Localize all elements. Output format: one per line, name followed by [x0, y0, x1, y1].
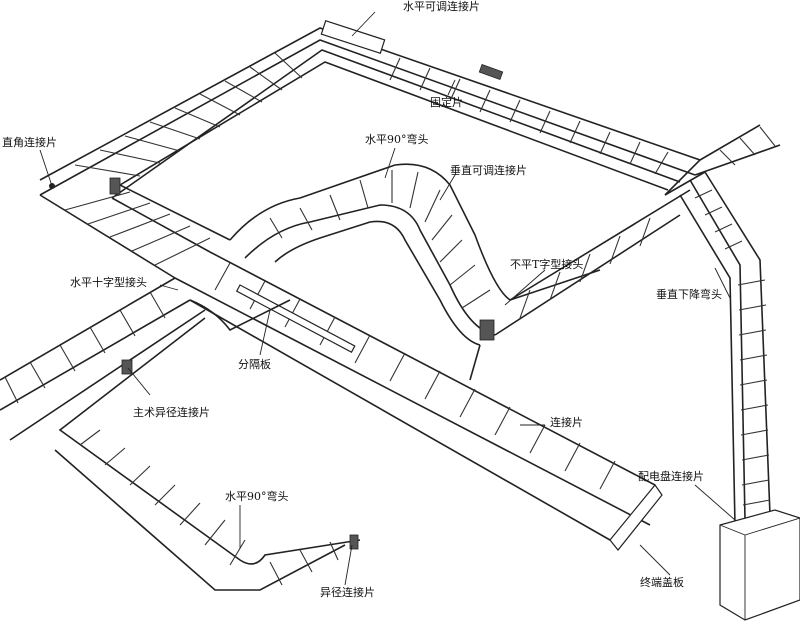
top-loop-ladder [39, 20, 702, 279]
label-unequal-tee: 不平T字型接头 [510, 257, 583, 271]
label-horizontal-cross-tee: 水平十字型接头 [70, 275, 147, 289]
label-distribution-box-plate: 配电盘连接片 [638, 469, 704, 483]
label-horizontal-90-bend-bottom: 水平90°弯头 [225, 489, 289, 503]
label-connecting-plate: 连接片 [550, 416, 583, 429]
label-horizontal-90-bend-top: 水平90°弯头 [365, 132, 429, 146]
label-right-angle-plate: 直角连接片 [2, 135, 57, 149]
label-reducer-plate: 异径连接片 [320, 586, 375, 599]
label-fixing-plate: 固定片 [430, 95, 463, 109]
vertical-drop-ladder [679, 171, 771, 526]
left-branch-ladder [0, 277, 206, 441]
label-horizontal-adjustable-plate: 水平可调连接片 [403, 0, 480, 13]
right-corner-ladder [664, 124, 781, 196]
label-vertical-adjustable-plate: 垂直可调连接片 [450, 163, 527, 177]
label-end-cover-plate: 终端盖板 [640, 575, 684, 589]
labels: 水平可调连接片 固定片 直角连接片 水平90°弯头 垂直可调连接片 水平十字型接… [2, 0, 722, 599]
leader-lines [39, 11, 736, 586]
bottom-loop-ladder [54, 299, 361, 591]
main-diagonal-ladder [174, 251, 663, 551]
label-divider-plate: 分隔板 [238, 357, 271, 371]
distribution-box [719, 509, 800, 621]
label-trunk-reducer-plate: 主术异径连接片 [133, 406, 210, 419]
label-vertical-down-bend: 垂直下降弯头 [656, 287, 722, 301]
middle-bend-ladder [229, 163, 601, 346]
right-branch-ladder [469, 189, 691, 381]
